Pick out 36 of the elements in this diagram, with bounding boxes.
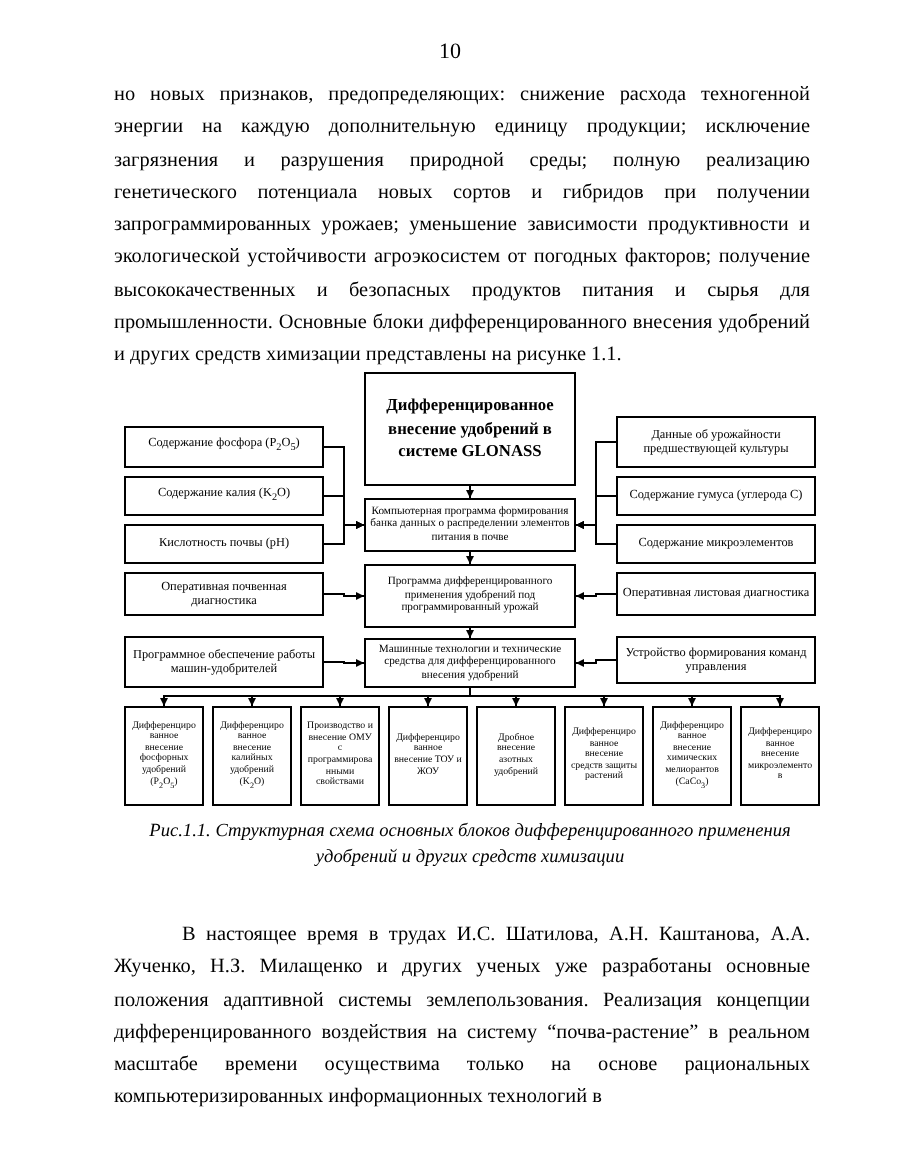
body-paragraph: но новых признаков, предопределяющих: снижение расхода техногенной энергии на каждую дополнительную единицу продукции; исключение загрязнения и разрушения природной среды; полную реализацию генетического потенциала новых сортов и гибридов при получении запрограммированных урожаев; уменьшение зависимости продуктивности и экологической устойчивости агроэкосистем от погодных факторов; получение высококачественных и безопасных продуктов питания и сырья для промышленности. Основные блоки дифференцированного внесения удобрений и других средств химизации представлены на рисунке 1.1. xyxy=(114,82,810,371)
block-box xyxy=(124,572,324,616)
arrow xyxy=(575,521,617,545)
figure-caption: Рис.1.1. Структурная схема основных блоков дифференцированного применения удобрений и других средств химизации xyxy=(147,820,793,872)
block-label: Дифференцированное внесение удобрений в системе GLONASS xyxy=(384,394,556,464)
block-box xyxy=(124,706,204,806)
arrow xyxy=(575,592,617,600)
block-box xyxy=(124,476,324,516)
block-box xyxy=(364,372,576,486)
block-box xyxy=(388,706,468,806)
block-box xyxy=(616,636,816,684)
block-box xyxy=(652,706,732,806)
block-box xyxy=(616,416,816,468)
block-box xyxy=(124,524,324,564)
block-box xyxy=(364,564,576,628)
block-box xyxy=(616,524,816,564)
body-paragraph: В настоящее время в трудах И.С. Шатилова, А.Н. Каштанова, А.А. Жученко, Н.З. Милащенко и других ученых уже разработаны основные положения адаптивной системы землепользования. Реализация концепции дифференцированного воздействия на систему “почва-растение” в реальном масштабе времени осуществима только на основе рациональных компьютеризированных информационных технологий в xyxy=(114,922,810,1113)
block-box xyxy=(476,706,556,806)
arrow xyxy=(323,521,365,545)
arrow xyxy=(466,485,474,499)
block-box xyxy=(564,706,644,806)
block-box xyxy=(124,636,324,688)
block-box xyxy=(740,706,820,806)
block-box xyxy=(212,706,292,806)
block-box xyxy=(124,426,324,468)
arrow xyxy=(469,687,784,707)
arrow xyxy=(466,627,474,639)
arrow xyxy=(575,659,617,667)
arrow xyxy=(323,592,365,600)
block-box xyxy=(364,638,576,688)
block-box xyxy=(616,572,816,616)
block-box xyxy=(300,706,380,806)
page-number: 10 xyxy=(437,40,463,64)
arrow xyxy=(323,659,365,667)
arrow xyxy=(466,551,474,565)
block-box xyxy=(616,476,816,516)
